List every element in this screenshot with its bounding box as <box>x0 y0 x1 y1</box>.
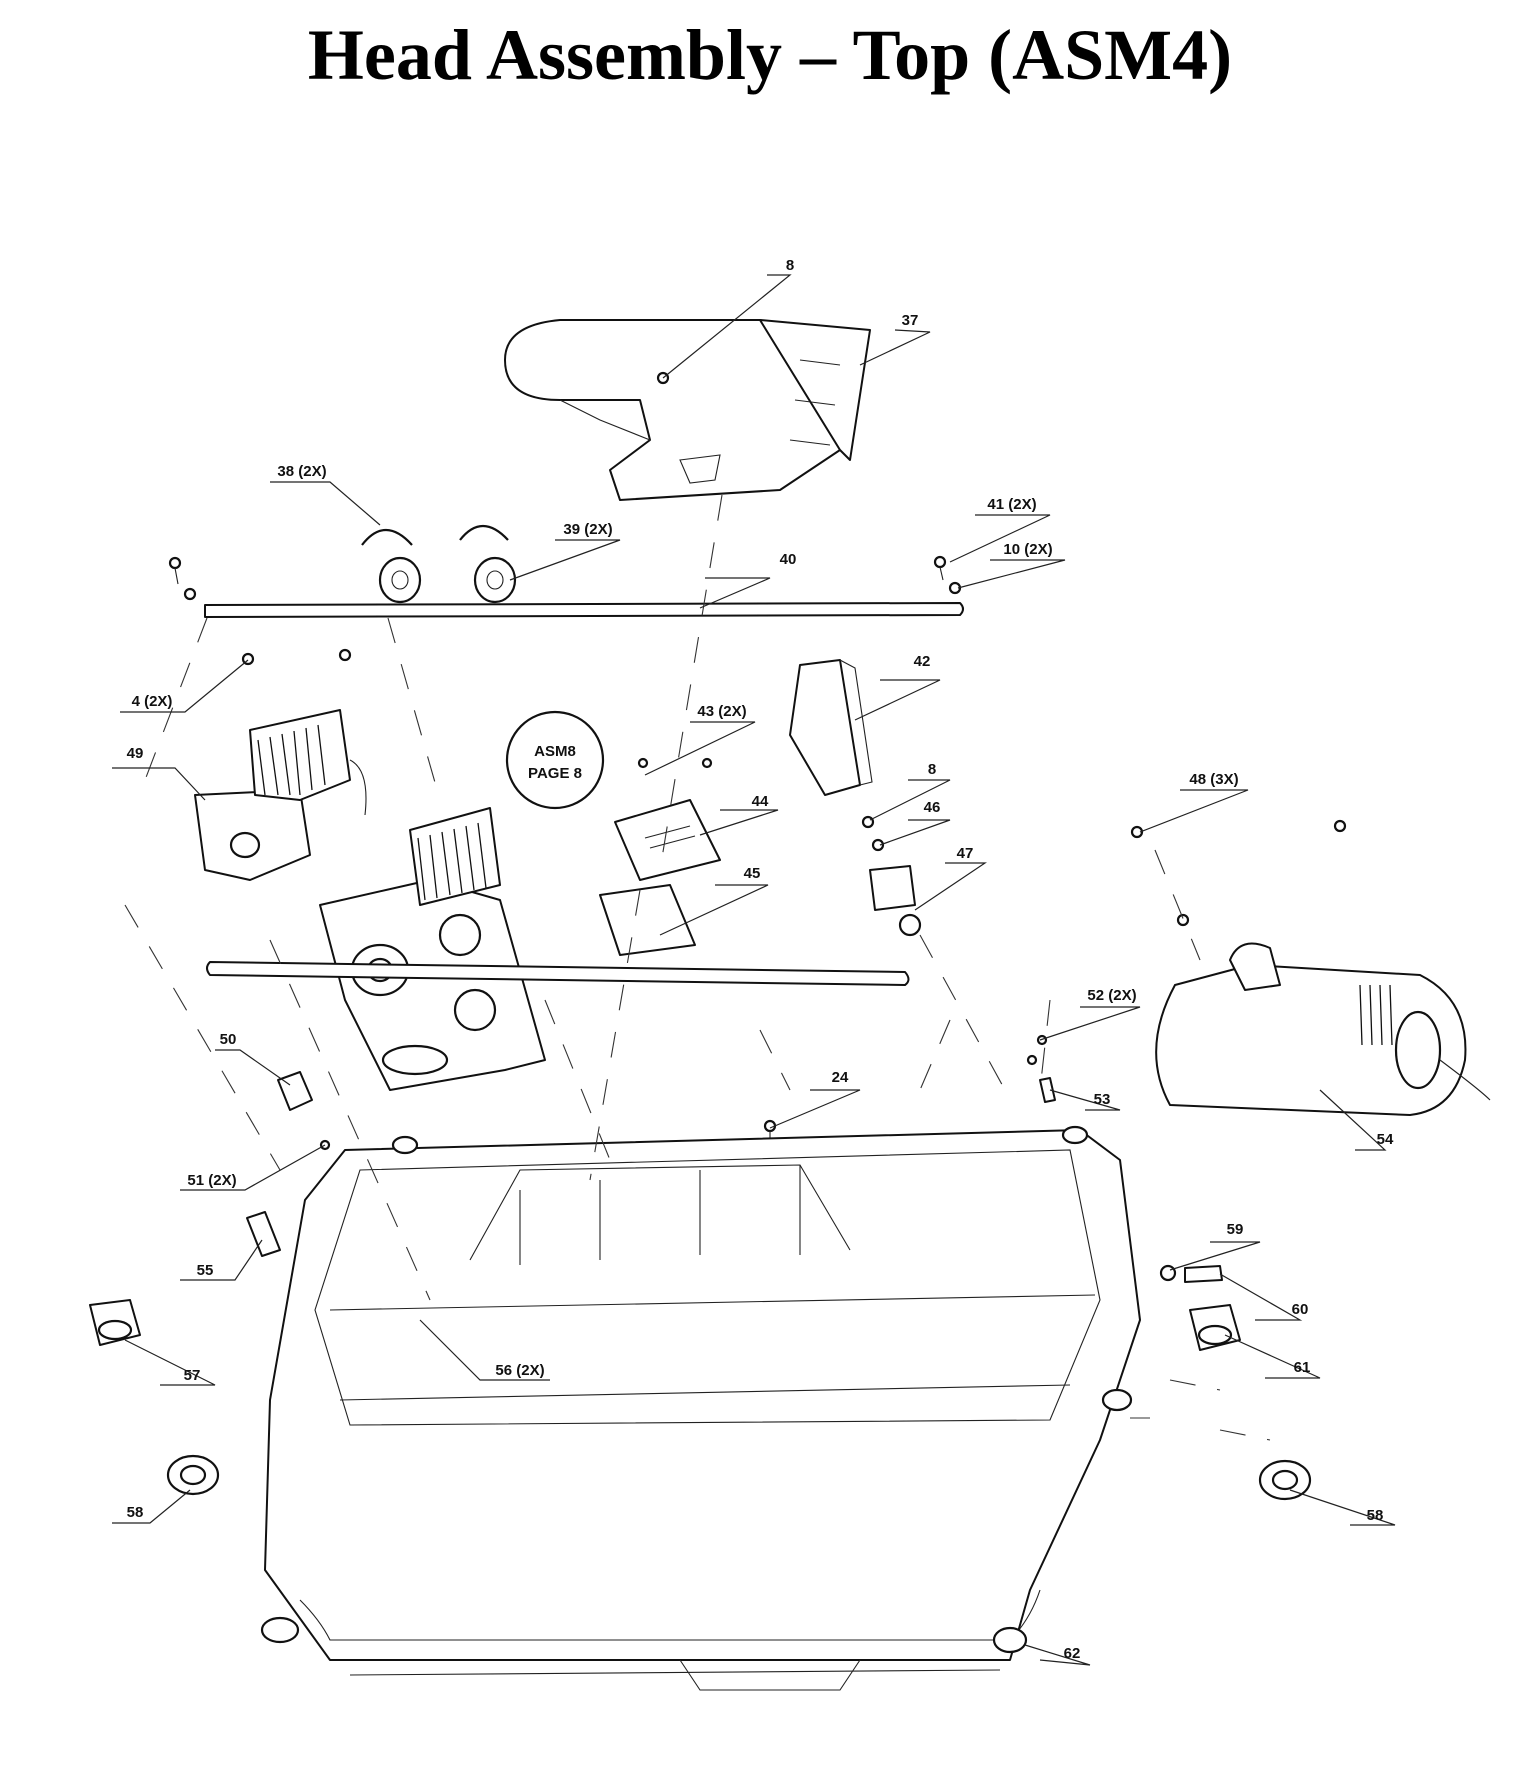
callout-50: 50 <box>220 1031 237 1048</box>
page-title: Head Assembly – Top (ASM4) <box>307 15 1233 95</box>
callout-45: 45 <box>744 865 761 882</box>
callout-24: 24 <box>832 1069 849 1086</box>
callout-43: 43 (2X) <box>697 703 746 720</box>
callout-47: 47 <box>957 845 974 862</box>
part-47-sensor <box>869 865 922 937</box>
small-parts <box>246 1071 1056 1257</box>
part-38-clips <box>361 525 509 546</box>
part-42-housing <box>789 659 873 796</box>
part-54-motor-right <box>1155 942 1491 1116</box>
assembly-alignment-lines <box>124 494 1271 1441</box>
part-62-housing <box>260 1125 1141 1691</box>
callout-53: 53 <box>1094 1091 1111 1108</box>
callout-40: 40 <box>780 551 797 568</box>
callout-10: 10 (2X) <box>1003 541 1052 558</box>
part-lower-rail <box>206 961 910 986</box>
callout-41: 41 (2X) <box>987 496 1036 513</box>
callout-56: 56 (2X) <box>495 1362 544 1379</box>
callout-42: 42 <box>914 653 931 670</box>
callout-58-left: 58 <box>127 1504 144 1521</box>
callout-38: 38 (2X) <box>277 463 326 480</box>
callout-55: 55 <box>197 1262 214 1279</box>
part-40-rail <box>204 602 964 618</box>
part-58-nuts <box>166 1454 1312 1501</box>
callout-leader-lines <box>112 274 1396 1666</box>
callout-57: 57 <box>184 1367 201 1384</box>
part-44-circuit-board <box>614 799 721 881</box>
callout-49: 49 <box>127 745 144 762</box>
part-57-61-fittings <box>89 1299 1241 1351</box>
part-carriage-assembly <box>319 807 546 1091</box>
callout-61: 61 <box>1294 1359 1311 1376</box>
callout-52: 52 (2X) <box>1087 987 1136 1004</box>
callout-39: 39 (2X) <box>563 521 612 538</box>
callout-46: 46 <box>924 799 941 816</box>
part-37-top-bracket <box>504 319 871 501</box>
part-49-motor-left <box>194 709 367 881</box>
callout-58-right: 58 <box>1367 1507 1384 1524</box>
reference-note-bubble: ASM8 PAGE 8 <box>505 710 605 810</box>
callout-59: 59 <box>1227 1221 1244 1238</box>
callout-4: 4 (2X) <box>132 693 173 710</box>
callout-54: 54 <box>1377 1131 1394 1148</box>
part-59-60-fastener <box>1159 1264 1223 1283</box>
part-45-insulator <box>599 884 696 956</box>
callout-60: 60 <box>1292 1301 1309 1318</box>
reference-note-line2: PAGE 8 <box>528 765 582 782</box>
callout-8-mid: 8 <box>928 761 936 778</box>
callout-51: 51 (2X) <box>187 1172 236 1189</box>
callout-44: 44 <box>752 793 769 810</box>
reference-note-line1: ASM8 <box>534 743 576 760</box>
part-39-pulleys <box>378 556 517 604</box>
callout-37: 37 <box>902 312 919 329</box>
callout-labels: 8 37 38 (2X) 39 (2X) 41 (2X) 10 (2X) 40 … <box>127 257 1394 1662</box>
callout-62: 62 <box>1064 1645 1081 1662</box>
callout-8-top: 8 <box>786 257 794 274</box>
callout-48: 48 (3X) <box>1189 771 1238 788</box>
